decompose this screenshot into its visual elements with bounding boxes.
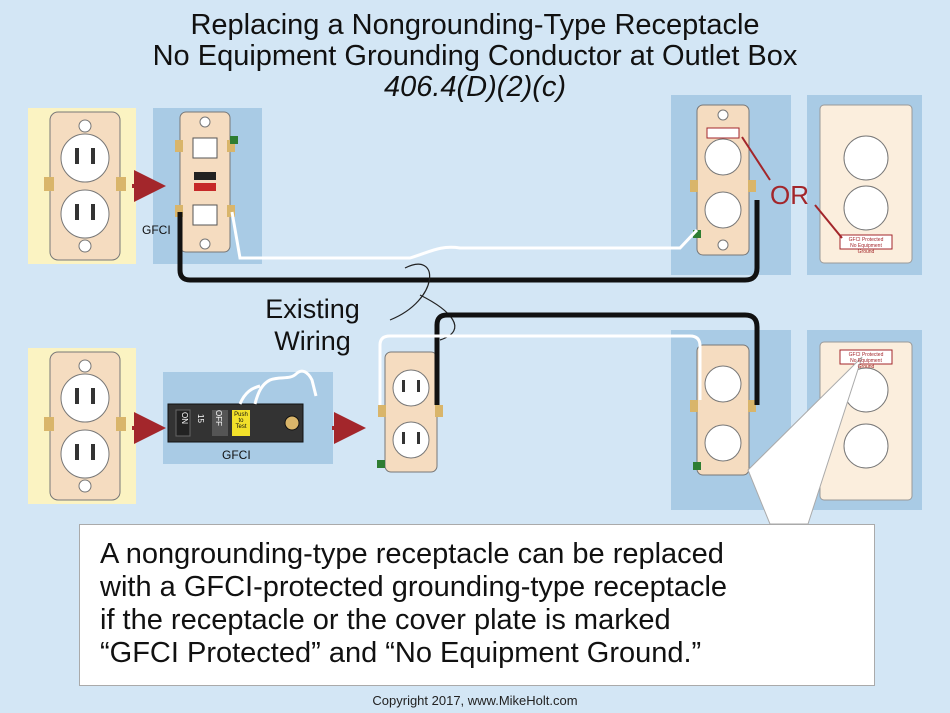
gfci-receptacle-label: GFCI <box>142 223 171 237</box>
title-code-reference: 406.4(D)(2)(c) <box>383 71 567 103</box>
title-line-2: No Equipment Grounding Conductor at Outl… <box>152 40 798 72</box>
white-wire-top <box>230 211 699 260</box>
receptacle-after-breaker <box>377 351 443 473</box>
existing-wiring-label-line-1: Existing <box>265 294 360 324</box>
nongrounding-receptacle-top <box>44 111 126 261</box>
plate-marking-bottom: GFCI Protected No Equipment Ground <box>842 352 890 370</box>
callout-line-3: if the receptacle or the cover plate is … <box>100 604 671 636</box>
gfci-breaker-label: GFCI <box>222 448 251 462</box>
gfci-receptacle <box>175 111 238 253</box>
breaker-on-label: ON <box>180 412 189 424</box>
grounding-receptacle-bottom <box>690 344 756 476</box>
explanation-callout: A nongrounding-type receptacle can be re… <box>79 524 875 686</box>
gfci-breaker <box>167 369 318 443</box>
breaker-amps-label: 15 <box>196 414 205 423</box>
title-line-1: Replacing a Nongrounding-Type Receptacle <box>190 9 760 41</box>
callout-line-4: “GFCI Protected” and “No Equipment Groun… <box>100 637 702 669</box>
existing-wiring-leader <box>389 263 456 341</box>
black-wire-top <box>177 200 760 283</box>
plate-marking-top-line-2: No Equipment Ground <box>850 243 882 255</box>
copyright: Copyright 2017, www.MikeHolt.com <box>372 693 578 708</box>
white-wire-bottom <box>378 334 702 405</box>
plate-marking-bottom-line-2: No Equipment Ground <box>850 358 882 370</box>
or-label: OR <box>770 180 809 210</box>
plate-marking-top: GFCI Protected No Equipment Ground <box>842 237 890 255</box>
or-pointer-to-plate <box>814 204 843 239</box>
callout-line-1: A nongrounding-type receptacle can be re… <box>100 538 724 570</box>
plate-marking-bottom-line-1: GFCI Protected <box>848 352 884 358</box>
existing-wiring-label-line-2: Wiring <box>274 326 351 356</box>
breaker-off-label: OFF <box>214 410 223 426</box>
plate-marking-top-line-1: GFCI Protected <box>848 237 884 243</box>
black-wire-bottom <box>434 312 760 405</box>
callout-line-2: with a GFCI-protected grounding-type rec… <box>100 571 728 603</box>
grounding-receptacle-top <box>690 104 756 256</box>
or-pointer-to-receptacle <box>741 136 771 181</box>
cover-plate-top <box>819 104 913 264</box>
breaker-test-button-label: Push to Test <box>234 412 248 430</box>
nongrounding-receptacle-bottom <box>44 351 126 501</box>
